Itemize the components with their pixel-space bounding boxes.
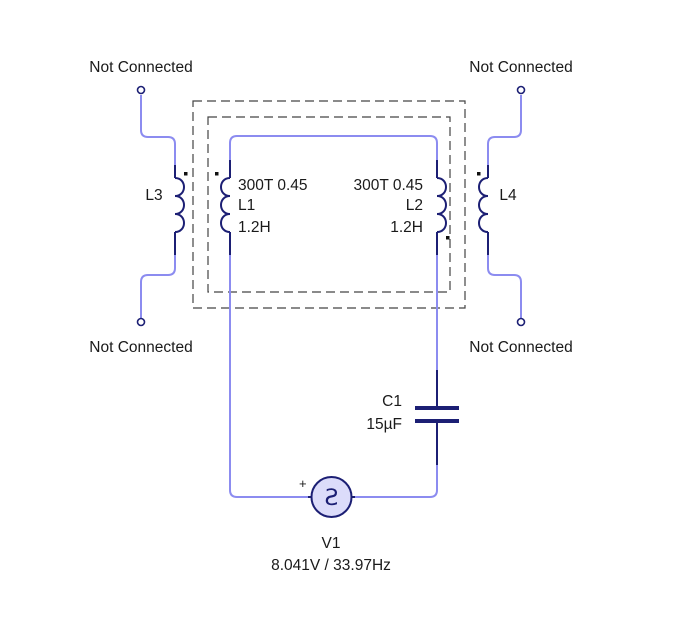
transformer-core-outer bbox=[192, 100, 466, 309]
label-c1-value: 15µF bbox=[366, 416, 402, 433]
label-l1-name: L1 bbox=[238, 197, 255, 214]
label-l2-spec: 300T 0.45 bbox=[353, 177, 423, 194]
label-l1-spec: 300T 0.45 bbox=[238, 177, 308, 194]
wire-bottom-right bbox=[355, 465, 438, 498]
l3-polarity-dot bbox=[184, 172, 188, 176]
terminal-top-left[interactable] bbox=[136, 85, 146, 95]
l4-polarity-dot bbox=[477, 172, 481, 176]
label-c1-name: C1 bbox=[382, 393, 402, 410]
label-l2-name: L2 bbox=[406, 197, 423, 214]
wire-l4-top bbox=[487, 95, 522, 165]
wire-left-loop bbox=[229, 135, 438, 160]
transformer-core-inner bbox=[207, 116, 451, 293]
capacitor-c1[interactable] bbox=[415, 370, 459, 465]
label-nc-top-right: Not Connected bbox=[469, 59, 572, 76]
wire-l3-top bbox=[140, 95, 176, 165]
l2-polarity-dot bbox=[446, 236, 450, 240]
terminal-bottom-left[interactable] bbox=[136, 317, 146, 327]
inductor-l2[interactable] bbox=[436, 160, 450, 255]
label-nc-top-left: Not Connected bbox=[89, 59, 192, 76]
label-l4-name: L4 bbox=[499, 187, 517, 204]
wire-left-down bbox=[229, 255, 308, 498]
label-v1-value: 8.041V / 33.97Hz bbox=[271, 557, 391, 574]
label-l2-value: 1.2H bbox=[390, 219, 423, 236]
label-nc-bottom-left: Not Connected bbox=[89, 339, 192, 356]
label-l1-value: 1.2H bbox=[238, 219, 271, 236]
inductor-l4[interactable] bbox=[477, 165, 489, 255]
source-body bbox=[310, 476, 353, 518]
l1-polarity-dot bbox=[215, 172, 219, 176]
wire-l3-bottom bbox=[140, 255, 176, 318]
label-nc-bottom-right: Not Connected bbox=[469, 339, 572, 356]
voltage-source-v1[interactable]: Ƨ + bbox=[299, 476, 355, 518]
source-symbol: Ƨ bbox=[325, 486, 339, 511]
label-v1-name: V1 bbox=[322, 535, 341, 552]
inductor-l1[interactable] bbox=[215, 160, 231, 255]
wire-l4-bottom bbox=[487, 255, 522, 318]
label-l3-name: L3 bbox=[145, 187, 162, 204]
terminal-bottom-right[interactable] bbox=[516, 317, 526, 327]
inductor-l3[interactable] bbox=[174, 165, 188, 255]
terminal-top-right[interactable] bbox=[516, 85, 526, 95]
source-polarity: + bbox=[299, 476, 307, 491]
